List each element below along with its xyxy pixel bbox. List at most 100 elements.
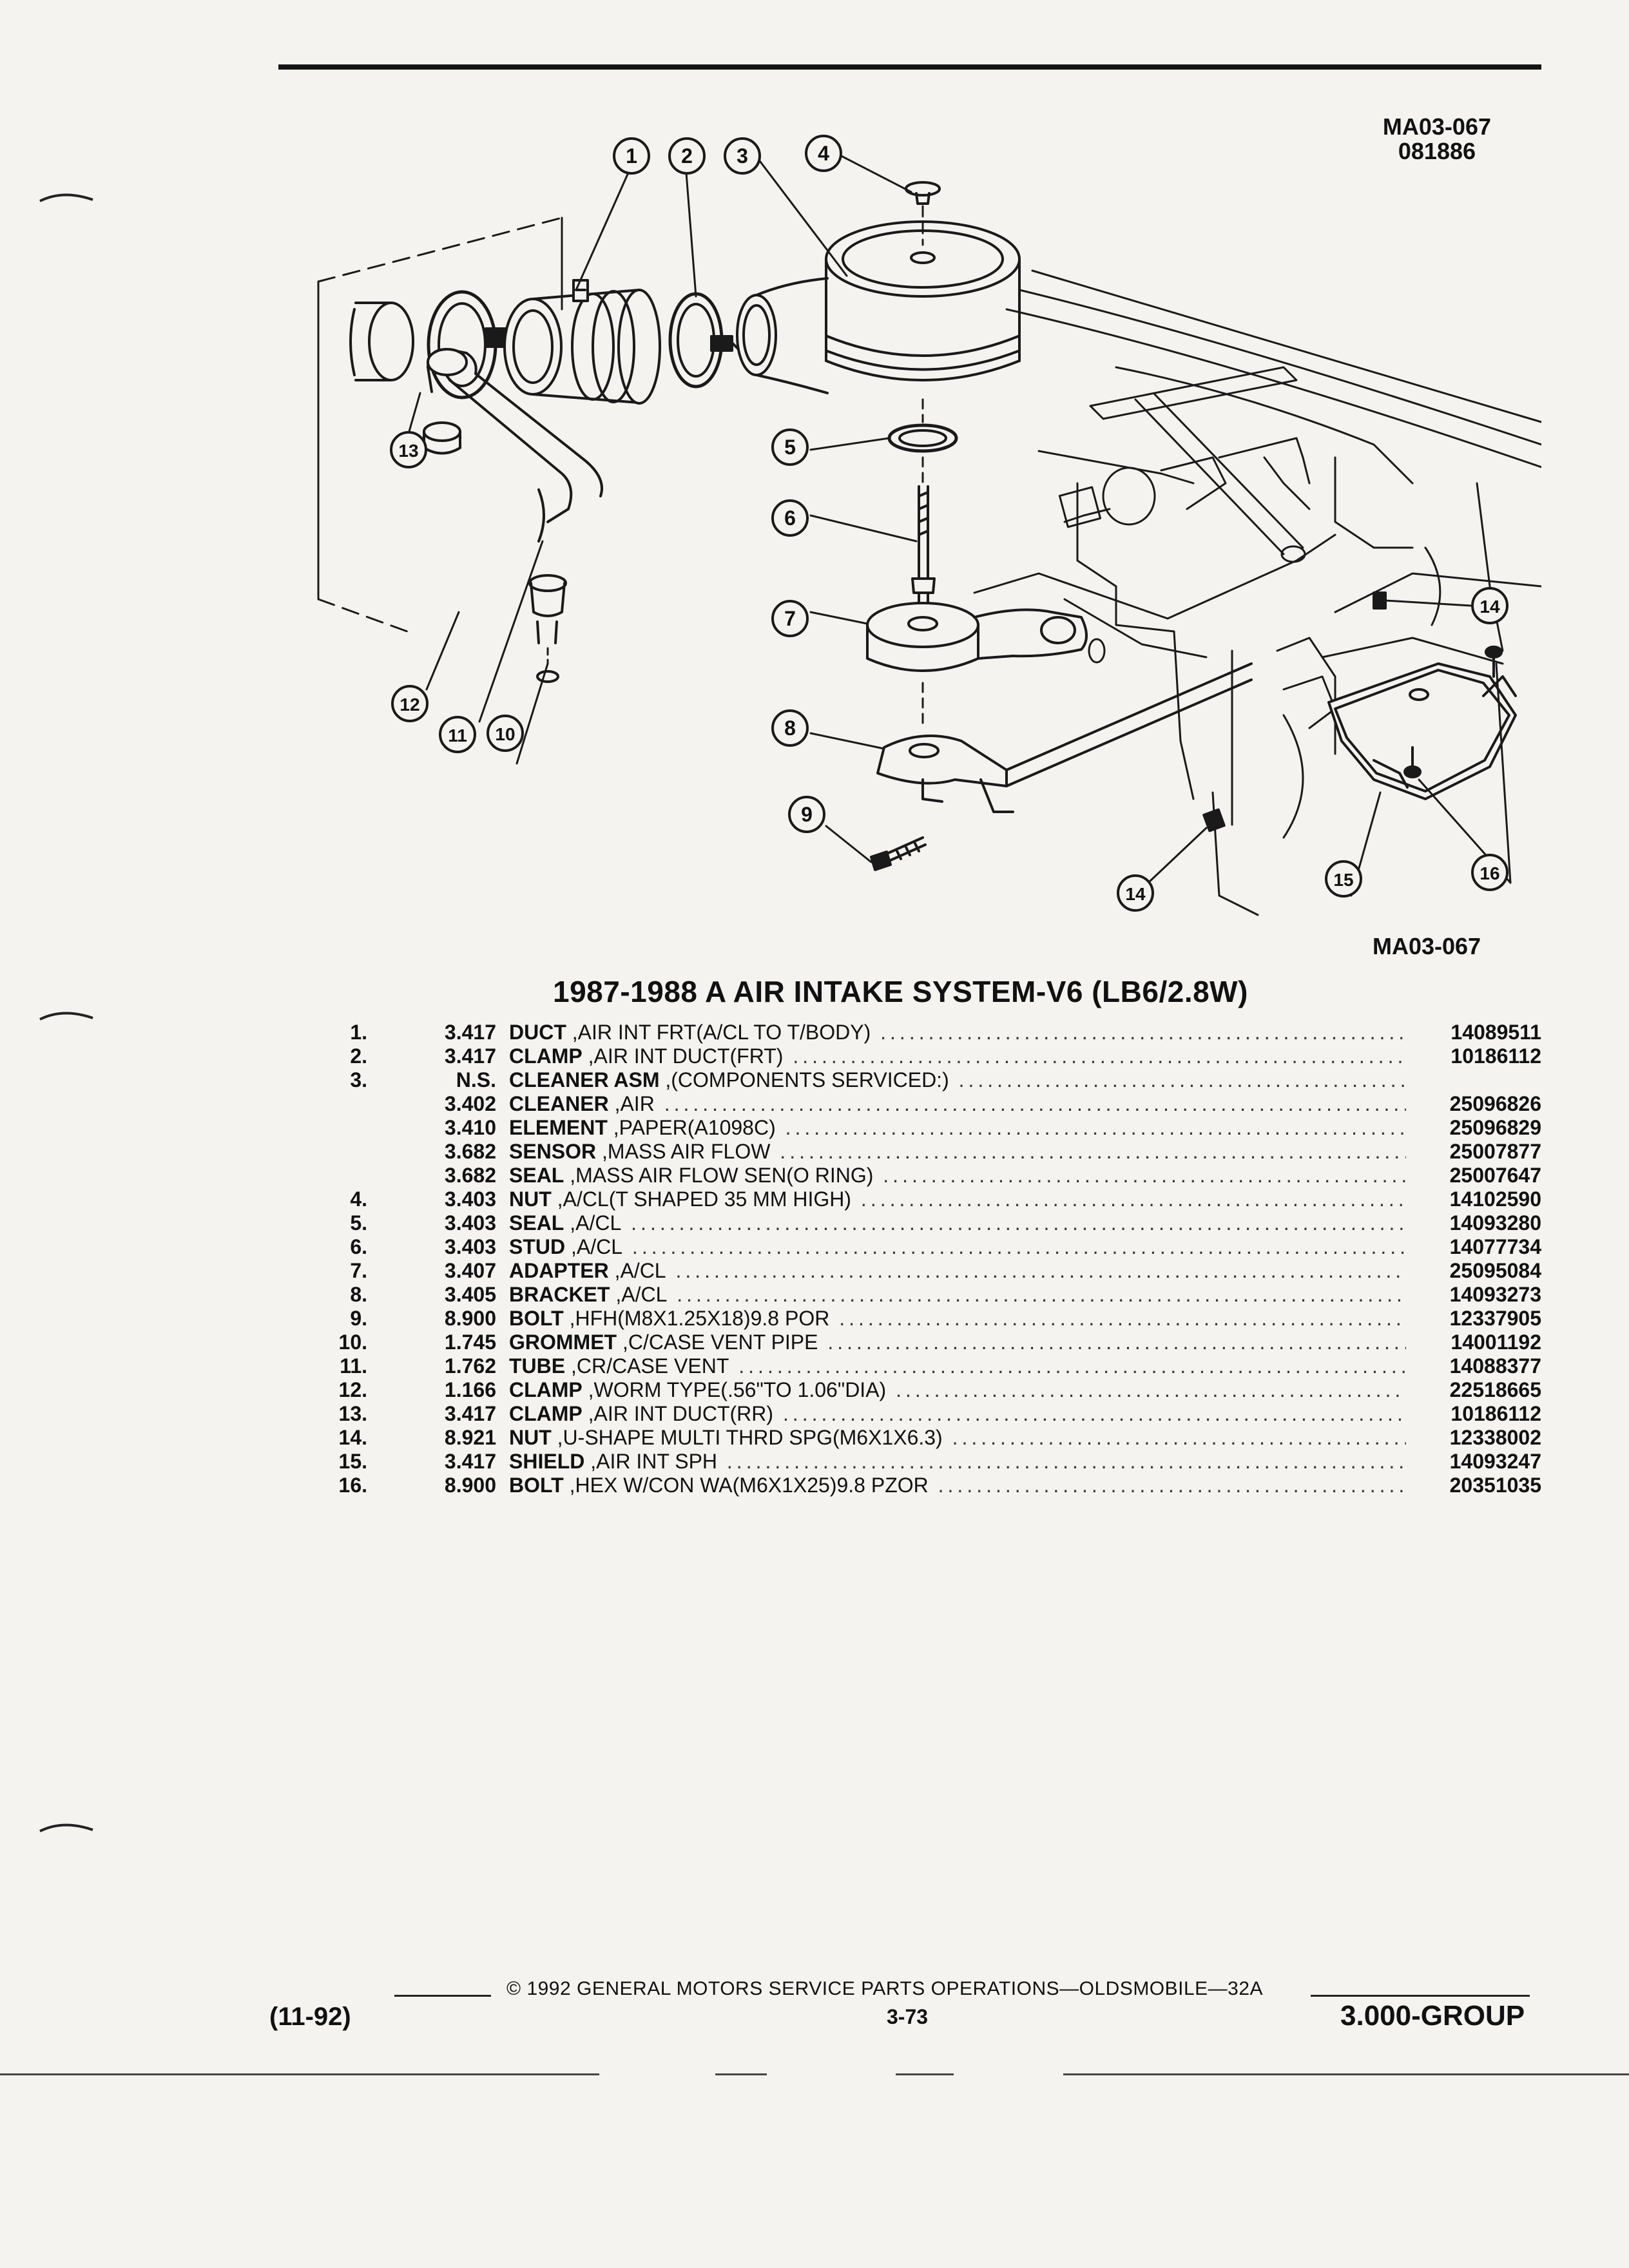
part-description: SHIELD ,AIR INT SPH ....................… [509,1450,1406,1474]
air-cleaner-outlet [736,277,829,394]
line-number: 12. [338,1378,367,1401]
group-code: 1.762 [444,1354,496,1378]
ref-code-line-1: MA03-067 [1382,113,1491,140]
group-code: 3.403 [444,1235,496,1258]
part-number: 14077734 [1449,1235,1541,1258]
group-code: 3.417 [444,1402,496,1425]
leader-dots: ........................................… [883,1164,1406,1187]
group-code: 3.402 [444,1092,496,1115]
callout-4: 4 [818,142,829,165]
footer-rule-right [1311,1995,1530,1997]
line-number: 1. [350,1021,367,1044]
part-name: CLAMP [509,1044,583,1068]
part-description: BOLT ,HFH(M8X1.25X18)9.8 POR ...........… [509,1307,1406,1331]
air-cleaner-adapter [866,602,1088,672]
part-detail: ,AIR INT DUCT(RR) [582,1402,774,1425]
front-duct-clamp [668,292,744,389]
leader-dots: ........................................… [675,1259,1406,1282]
figure-reference: MA03-067 [1373,933,1481,959]
air-cleaner-stud [911,485,936,607]
part-detail: ,HFH(M8X1.25X18)9.8 POR [563,1307,830,1330]
callout-11: 11 [448,726,467,745]
line-number: 4. [350,1187,367,1211]
part-name: CLAMP [509,1402,583,1425]
crankcase-vent-tube [427,348,603,543]
part-name: NUT [509,1187,552,1211]
part-detail: ,(COMPONENTS SERVICED:) [659,1068,949,1091]
page-number: 3-73 [887,2005,929,2028]
part-name: CLAMP [509,1378,583,1401]
group-number: 3.000-GROUP [1340,2000,1525,2032]
part-name: SHIELD [509,1450,585,1473]
ref-code-line-2: 081886 [1398,138,1476,164]
diagram-reference-code: MA03-067 081886 [1383,115,1491,164]
leader-dots: ........................................… [880,1021,1406,1044]
part-description: CLAMP ,AIR INT DUCT(RR) ................… [509,1402,1406,1426]
part-name: SEAL [509,1211,564,1235]
line-number: 16. [338,1474,367,1497]
callout-2: 2 [681,144,693,168]
part-name: BRACKET [509,1283,610,1306]
line-number: 14. [338,1426,367,1449]
part-number: 14093280 [1449,1211,1541,1235]
part-number: 25096826 [1449,1092,1541,1115]
bottom-rule-segment [1063,2073,1629,2075]
part-description: BOLT ,HEX W/CON WA(M6X1X25)9.8 PZOR ....… [509,1474,1406,1497]
group-code: 1.166 [444,1378,496,1401]
callout-8: 8 [784,716,796,740]
part-description: GROMMET ,C/CASE VENT PIPE ..............… [509,1331,1406,1354]
callout-14a: 14 [1480,597,1500,617]
callout-10: 10 [495,724,515,744]
section-title: 1987-1988 A AIR INTAKE SYSTEM-V6 (LB6/2.… [553,975,1248,1008]
part-name: ADAPTER [509,1259,609,1282]
line-number: 13. [338,1402,367,1425]
t-shaped-nut [905,181,941,205]
leader-dots: ........................................… [785,1116,1406,1139]
part-detail: ,A/CL [610,1283,668,1306]
part-description: ELEMENT ,PAPER(A1098C) .................… [509,1116,1406,1140]
air-cleaner-assembly [825,205,1021,381]
line-number: 5. [350,1211,367,1235]
group-code: 3.417 [444,1450,496,1473]
bottom-rule-segment [715,2073,767,2075]
leader-dots: ........................................… [780,1140,1406,1163]
callout-16: 16 [1480,863,1499,883]
part-number: 20351035 [1449,1474,1541,1497]
callout-14b: 14 [1125,884,1146,904]
part-detail: ,A/CL [565,1235,623,1258]
part-name: BOLT [509,1474,564,1497]
part-name: NUT [509,1426,552,1449]
part-number: 14001192 [1451,1331,1541,1354]
front-air-intake-duct [503,279,661,405]
leader-dots: ........................................… [958,1068,1406,1091]
callout-5: 5 [784,436,796,459]
exploded-parts-diagram: 1 2 3 4 5 6 7 8 9 10 11 12 13 14 14 15 1… [317,135,1541,916]
part-description: BRACKET ,A/CL ..........................… [509,1283,1406,1307]
callout-12: 12 [400,695,419,715]
part-description: SEAL ,MASS AIR FLOW SEN(O RING) ........… [509,1164,1406,1187]
binder-hole-mark [39,1823,93,1832]
line-number: 6. [350,1235,367,1258]
group-code: 3.417 [444,1021,496,1044]
part-description: DUCT ,AIR INT FRT(A/CL TO T/BODY) ......… [509,1021,1406,1044]
group-code: 8.900 [444,1474,496,1497]
part-name: GROMMET [509,1331,617,1354]
parts-row: 13. 3.417 CLAMP ,AIR INT DUCT(RR) ........… [296,1402,1541,1426]
u-shape-nuts [1202,591,1387,832]
part-detail: ,MASS AIR FLOW SEN(O RING) [564,1164,874,1187]
group-code: 3.682 [444,1140,496,1163]
part-description: TUBE ,CR/CASE VENT .....................… [509,1354,1406,1378]
part-detail: ,U-SHAPE MULTI THRD SPG(M6X1X6.3) [551,1426,943,1449]
parts-row: 16. 8.900 BOLT ,HEX W/CON WA(M6X1X25)9.8 P… [296,1474,1541,1497]
part-description: SEAL ,A/CL .............................… [509,1211,1406,1235]
leader-dots: ........................................… [827,1331,1406,1354]
part-name: CLEANER [509,1092,609,1115]
leader-dots: ........................................… [952,1426,1406,1449]
group-code: 1.745 [444,1331,496,1354]
